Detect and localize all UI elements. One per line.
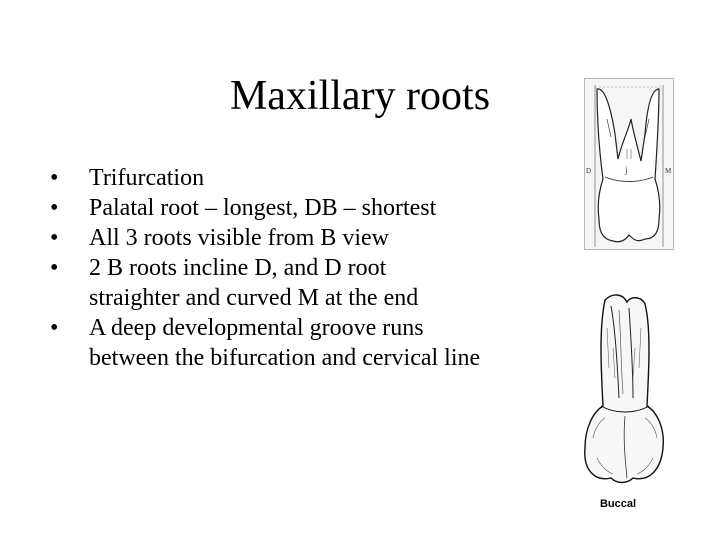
- bullet-symbol: •: [50, 225, 59, 251]
- molar-outline-figure: D M j: [584, 78, 674, 250]
- bullet-text-line: between the bifurcation and cervical lin…: [89, 345, 481, 371]
- label-d: D: [586, 167, 591, 175]
- bullet-item: • Trifurcation: [50, 163, 540, 193]
- molar-sketch-figure: [575, 288, 675, 488]
- bullet-symbol: •: [50, 255, 59, 281]
- bullet-text-line: straighter and curved M at the end: [89, 285, 419, 311]
- bullet-item: • Palatal root – longest, DB – shortest: [50, 193, 540, 223]
- bullet-item: • 2 B roots incline D, and D root straig…: [50, 253, 540, 313]
- label-j: j: [624, 165, 628, 175]
- bullet-list: • Trifurcation • Palatal root – longest,…: [50, 163, 540, 373]
- bullet-text: Trifurcation: [89, 165, 205, 191]
- bullet-item: • A deep developmental groove runs betwe…: [50, 313, 540, 373]
- bullet-item: • All 3 roots visible from B view: [50, 223, 540, 253]
- slide-title: Maxillary roots: [229, 73, 491, 119]
- figure-caption: Buccal: [599, 498, 637, 510]
- molar-sketch-drawing: [584, 294, 664, 484]
- bullet-text: Palatal root – longest, DB – shortest: [89, 195, 437, 221]
- bullet-symbol: •: [50, 315, 59, 341]
- label-m: M: [665, 167, 672, 175]
- bullet-text-line: A deep developmental groove runs: [89, 315, 424, 341]
- bullet-text: All 3 roots visible from B view: [89, 225, 389, 251]
- bullet-symbol: •: [50, 165, 59, 191]
- bullet-symbol: •: [50, 195, 59, 221]
- bullet-text-line: 2 B roots incline D, and D root: [89, 255, 387, 281]
- molar-outline-drawing: D M j: [586, 85, 672, 247]
